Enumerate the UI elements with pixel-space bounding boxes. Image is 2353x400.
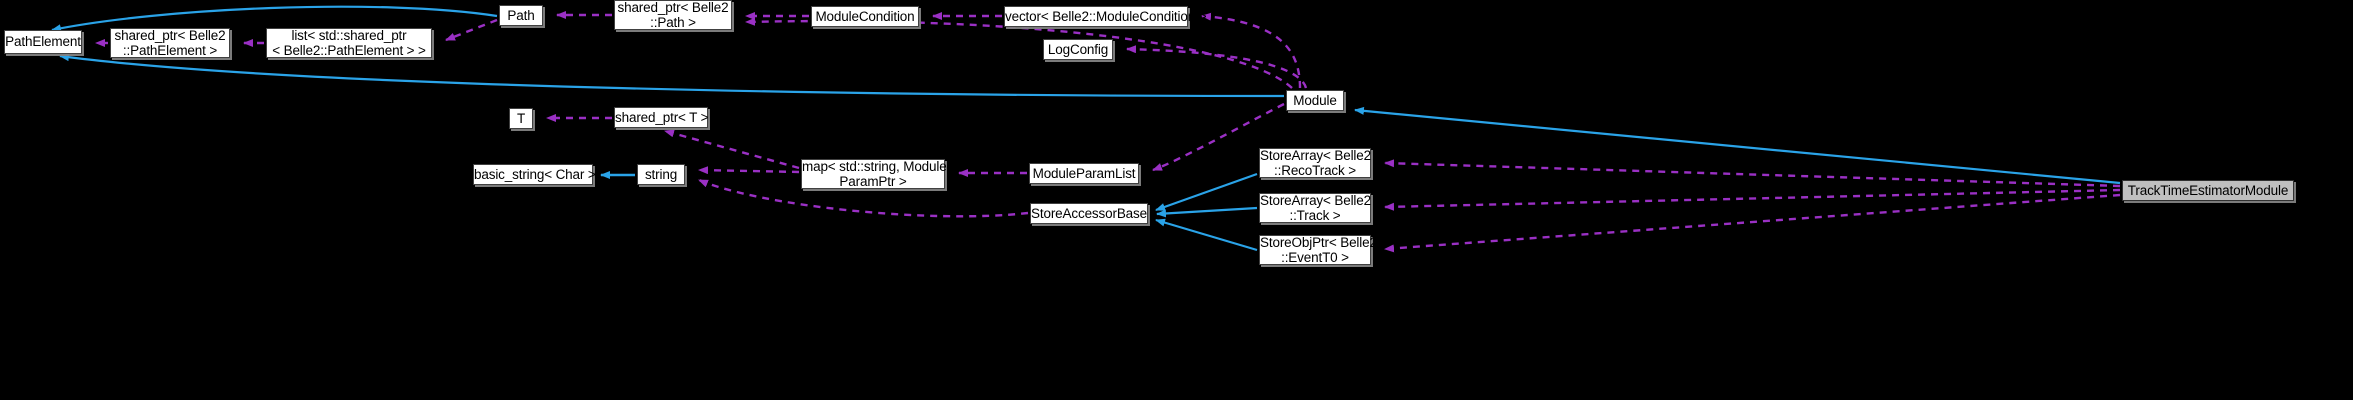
node-path[interactable]: Path: [499, 5, 543, 26]
node-label: Module: [1293, 92, 1337, 108]
node-label: StoreAccessorBase: [1031, 205, 1148, 221]
node-string[interactable]: string: [637, 164, 685, 185]
node-modulecondition[interactable]: ModuleCondition: [811, 6, 919, 27]
node-label: shared_ptr< Belle2 ::PathElement >: [114, 27, 226, 59]
edge-module-to-pathelement: [59, 53, 1285, 98]
node-label: ModuleParamList: [1032, 165, 1136, 181]
node-storearray-track[interactable]: StoreArray< Belle2 ::Track >: [1259, 193, 1371, 223]
edge-mapstringmoduleparamptr-to-string: [698, 166, 800, 175]
node-pathelement[interactable]: PathElement: [4, 30, 82, 54]
node-tracktimeestimatormodule[interactable]: TrackTimeEstimatorModule: [2122, 180, 2294, 201]
node-label: basic_string< Char >: [474, 166, 596, 182]
edge-storearray-track-to-storeaccessorbase: [1156, 206, 1258, 218]
edge-module-to-vectormodulecondition: [1201, 12, 1302, 89]
node-shared-ptr-path[interactable]: shared_ptr< Belle2 ::Path >: [614, 0, 732, 30]
node-label: StoreArray< Belle2 ::RecoTrack >: [1260, 147, 1371, 179]
node-storeobjptr-eventt0[interactable]: StoreObjPtr< Belle2 ::EventT0 >: [1259, 234, 1377, 266]
node-t[interactable]: T: [509, 108, 533, 129]
node-storeaccessorbase[interactable]: StoreAccessorBase: [1030, 203, 1148, 224]
node-label: T: [516, 110, 526, 126]
edge-tracktimeestimatormodule-to-storearray-track: [1384, 188, 2121, 211]
edge-storearray-recotrack-to-storeaccessorbase: [1155, 172, 1258, 212]
edge-path-to-listsharedptr: [445, 18, 498, 42]
edge-mapstringmoduleparamptr-to-sharedptrt: [664, 129, 800, 170]
node-list-shared-ptr-pathelement[interactable]: list< std::shared_ptr < Belle2::PathElem…: [266, 28, 432, 58]
edge-tracktimeestimatormodule-to-storeobjptr-eventt0: [1384, 193, 2121, 253]
node-label: map< std::string, Module ParamPtr >: [802, 158, 947, 190]
node-storearray-recotrack[interactable]: StoreArray< Belle2 ::RecoTrack >: [1259, 148, 1371, 178]
node-label: StoreArray< Belle2 ::Track >: [1260, 192, 1371, 224]
node-label: TrackTimeEstimatorModule: [2127, 182, 2289, 198]
edge-path-to-pathelement: [51, 5, 498, 33]
edge-tracktimeestimatormodule-to-storearray-recotrack: [1384, 159, 2121, 188]
node-label: LogConfig: [1047, 41, 1109, 57]
node-vector-modulecondition[interactable]: vector< Belle2::ModuleCondition >: [1004, 6, 1207, 27]
edge-module-to-logconfig: [1126, 45, 1308, 89]
node-shared-ptr-t[interactable]: shared_ptr< T >: [614, 107, 708, 128]
node-basic-string-char[interactable]: basic_string< Char >: [473, 164, 596, 185]
node-label: string: [644, 166, 678, 182]
node-module[interactable]: Module: [1286, 90, 1344, 111]
node-map-string-moduleparamptr[interactable]: map< std::string, Module ParamPtr >: [801, 158, 947, 190]
edge-module-to-sharedptrpath: [745, 17, 1293, 89]
node-label: ModuleCondition: [815, 8, 915, 24]
node-moduleparamlist[interactable]: ModuleParamList: [1029, 163, 1139, 184]
node-label: Path: [507, 7, 535, 23]
node-label: shared_ptr< T >: [615, 109, 709, 125]
edge-tracktimeestimatormodule-to-module: [1354, 106, 2121, 185]
edge-storeobjptr-eventt0-to-storeaccessorbase: [1155, 218, 1258, 252]
node-label: vector< Belle2::ModuleCondition >: [1005, 8, 1207, 24]
node-shared-ptr-pathelement[interactable]: shared_ptr< Belle2 ::PathElement >: [110, 28, 230, 58]
node-logconfig[interactable]: LogConfig: [1043, 39, 1113, 60]
node-label: PathElement: [5, 34, 81, 50]
node-label: StoreObjPtr< Belle2 ::EventT0 >: [1260, 234, 1377, 266]
node-label: list< std::shared_ptr < Belle2::PathElem…: [272, 27, 426, 59]
node-label: shared_ptr< Belle2 ::Path >: [617, 0, 729, 30]
